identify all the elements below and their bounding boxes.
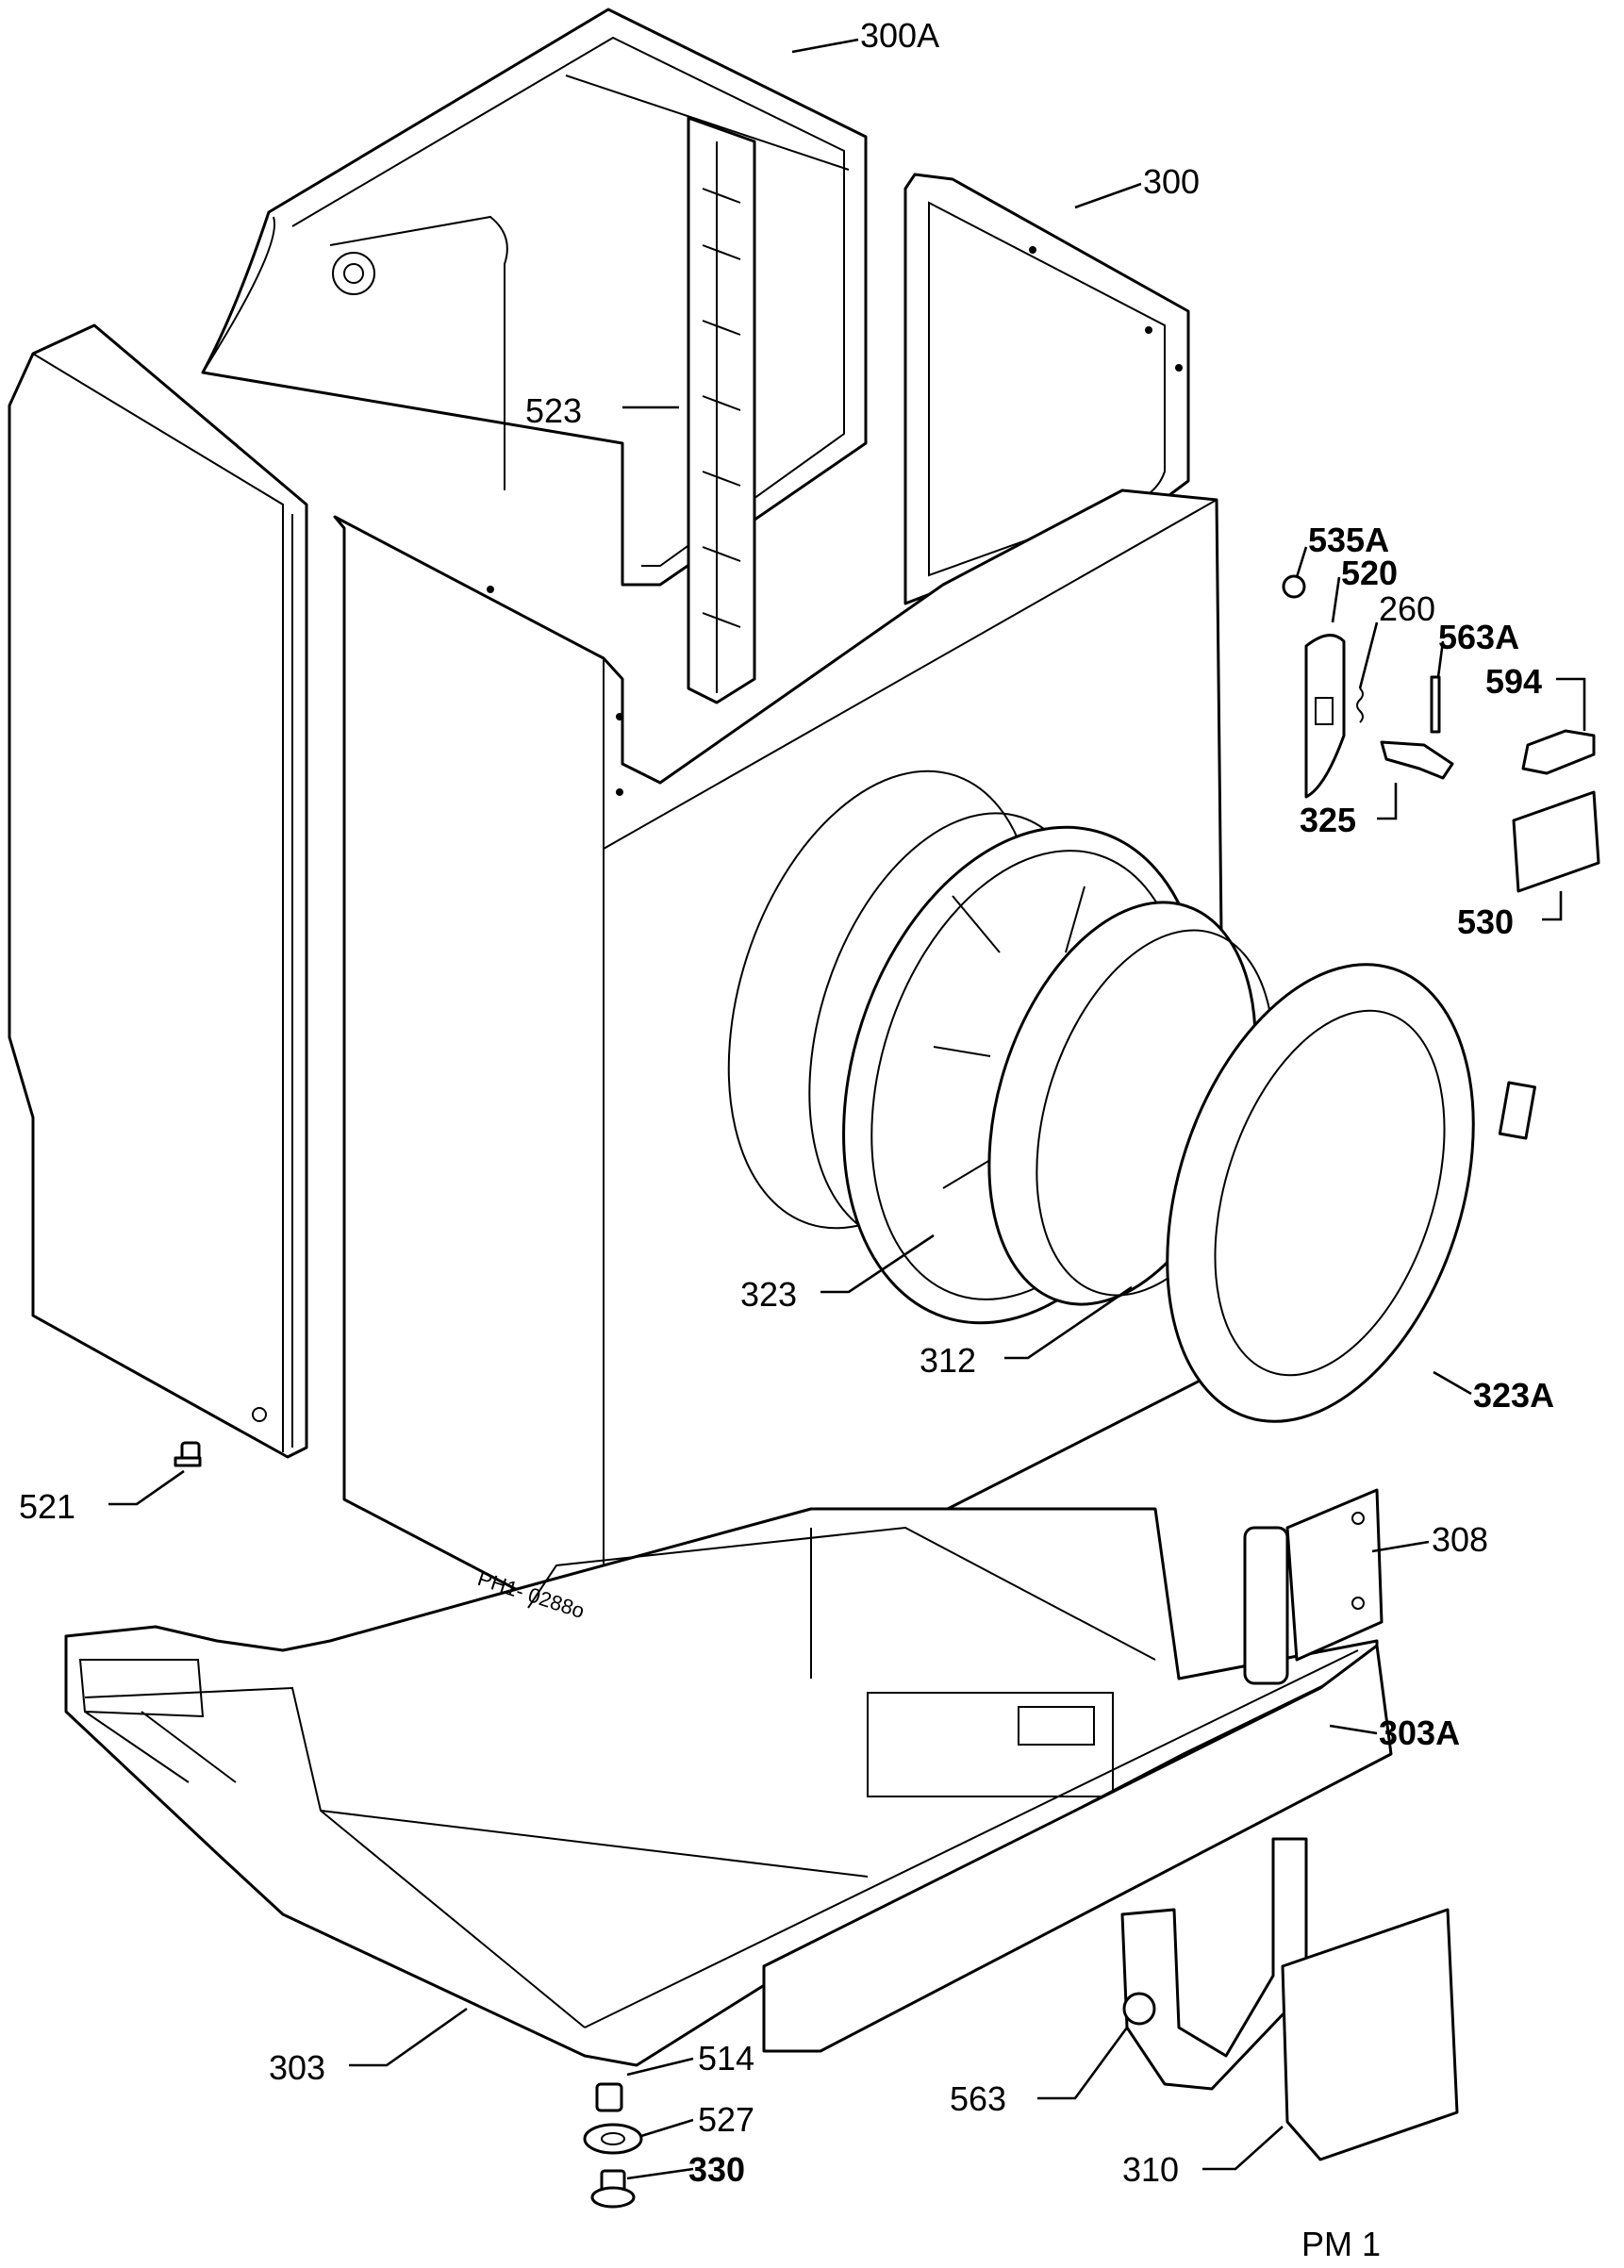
part-563A xyxy=(1430,675,1441,734)
foot-parts xyxy=(583,2082,643,2209)
label-303A: 303A xyxy=(1379,1713,1460,1752)
label-563A: 563A xyxy=(1438,618,1519,656)
label-300: 300 xyxy=(1143,162,1200,201)
hinge-308 xyxy=(1243,1488,1384,1685)
rear-frame-300A xyxy=(201,8,868,587)
part-520 xyxy=(1304,634,1346,799)
part-530 xyxy=(1512,790,1600,893)
part-535A xyxy=(1282,574,1306,599)
filter-parts xyxy=(1120,1837,1459,2161)
part-325 xyxy=(1380,740,1454,780)
leader-lines xyxy=(108,38,1586,2180)
label-514: 514 xyxy=(698,2039,754,2078)
base-frame-303 xyxy=(64,1488,1393,2067)
part-labels: 300A 300 523 535A 520 260 563A 594 325 5… xyxy=(19,16,1554,2263)
drawing-code: PM 1 xyxy=(1301,2225,1381,2263)
label-303: 303 xyxy=(269,2048,325,2087)
screw-521 xyxy=(174,1441,202,1467)
part-594 xyxy=(1521,729,1596,775)
label-323A: 323A xyxy=(1473,1376,1554,1415)
label-520: 520 xyxy=(1341,554,1398,592)
label-527: 527 xyxy=(698,2100,754,2139)
part-514 xyxy=(595,2082,623,2112)
door-lock-parts xyxy=(1282,574,1600,893)
left-side-panel xyxy=(8,323,308,1459)
label-594: 594 xyxy=(1485,662,1542,701)
door-outer-ring-323A xyxy=(1166,963,1536,1423)
part-260 xyxy=(1356,687,1364,723)
label-310: 310 xyxy=(1122,2150,1179,2189)
label-308: 308 xyxy=(1432,1520,1488,1559)
label-330: 330 xyxy=(688,2150,745,2189)
support-strip-523 xyxy=(687,116,756,704)
part-563 xyxy=(1120,1837,1308,2091)
label-260: 260 xyxy=(1379,589,1435,628)
label-535A: 535A xyxy=(1308,521,1389,559)
front-skirt-303A xyxy=(762,1644,1393,2053)
label-312: 312 xyxy=(920,1341,976,1380)
label-300A: 300A xyxy=(860,16,939,55)
label-530: 530 xyxy=(1457,902,1514,941)
label-325: 325 xyxy=(1300,801,1356,839)
part-310 xyxy=(1281,1908,1459,2161)
label-523: 523 xyxy=(525,391,582,430)
part-527 xyxy=(583,2123,643,2155)
label-563: 563 xyxy=(950,2079,1006,2118)
label-323: 323 xyxy=(740,1275,797,1314)
label-521: 521 xyxy=(19,1487,75,1526)
